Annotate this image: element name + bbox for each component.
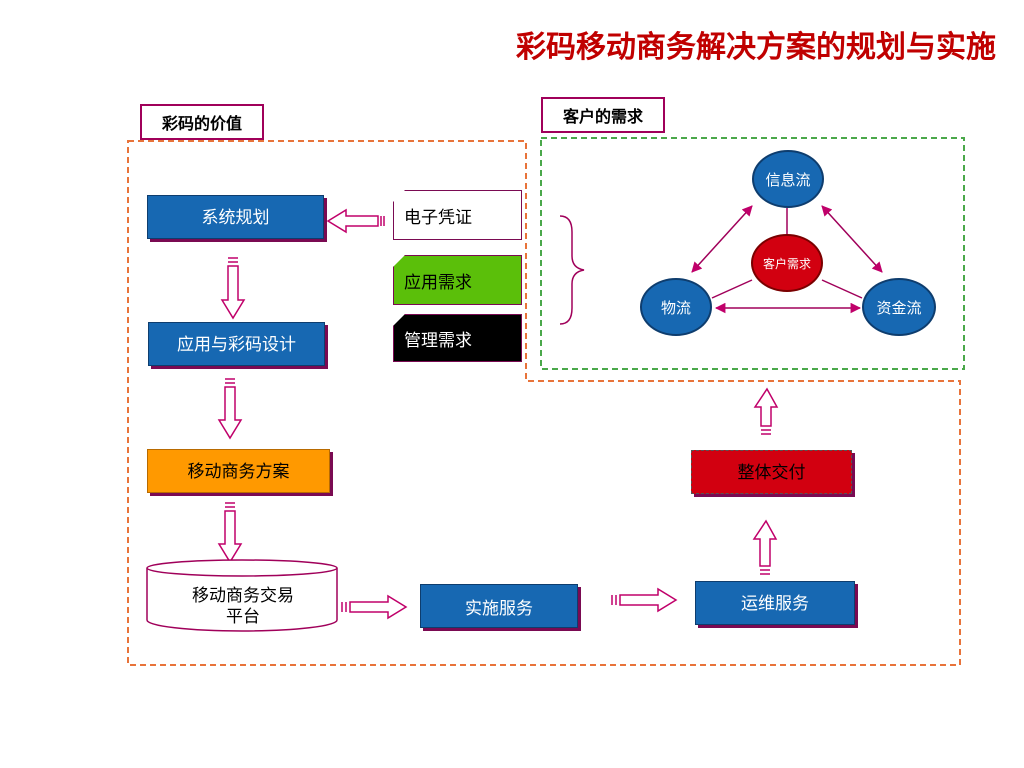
- needs-region-outline: [540, 137, 965, 370]
- implementation-node: 实施服务: [420, 584, 578, 628]
- arrow-platform-to-implementation: [341, 594, 408, 620]
- capital-flow-circle: 资金流: [862, 278, 936, 336]
- value-region-outline: [127, 140, 961, 666]
- arrow-solution-to-platform: [217, 502, 243, 564]
- page-title: 彩码移动商务解决方案的规划与实施: [516, 30, 996, 65]
- e-voucher-tag: 电子凭证: [393, 190, 522, 240]
- delivery-node: 整体交付: [691, 450, 852, 494]
- connector-customer-logistics: [711, 279, 753, 299]
- arrow-implementation-to-operations: [611, 587, 678, 613]
- platform-label-line2: 平台: [226, 607, 260, 627]
- arrow-delivery-to-needs: [753, 387, 779, 435]
- arrow-system-to-design: [220, 257, 246, 320]
- mobile-solution-node: 移动商务方案: [147, 449, 330, 493]
- connector-info-logistics: [691, 205, 753, 273]
- mgmt-needs-tag: 管理需求: [393, 314, 522, 362]
- platform-label-line1: 移动商务交易: [192, 586, 294, 606]
- platform-label: 移动商务交易 平台: [145, 586, 341, 628]
- app-design-node: 应用与彩码设计: [148, 322, 325, 366]
- logistics-circle: 物流: [640, 278, 712, 336]
- requirements-brace: [559, 215, 585, 325]
- info-flow-circle: 信息流: [752, 150, 824, 208]
- arrow-operations-to-delivery: [752, 519, 778, 575]
- needs-label: 客户的需求: [541, 97, 665, 133]
- connector-info-capital: [821, 205, 883, 273]
- value-label: 彩码的价值: [140, 104, 264, 140]
- arrow-design-to-solution: [217, 378, 243, 440]
- platform-cylinder: [146, 559, 338, 632]
- connector-customer-capital: [821, 279, 863, 299]
- arrow-e-voucher-to-system: [326, 208, 385, 234]
- customer-needs-circle: 客户需求: [751, 234, 823, 292]
- app-needs-tag: 应用需求: [393, 255, 522, 305]
- operations-node: 运维服务: [695, 581, 855, 625]
- system-plan-node: 系统规划: [147, 195, 324, 239]
